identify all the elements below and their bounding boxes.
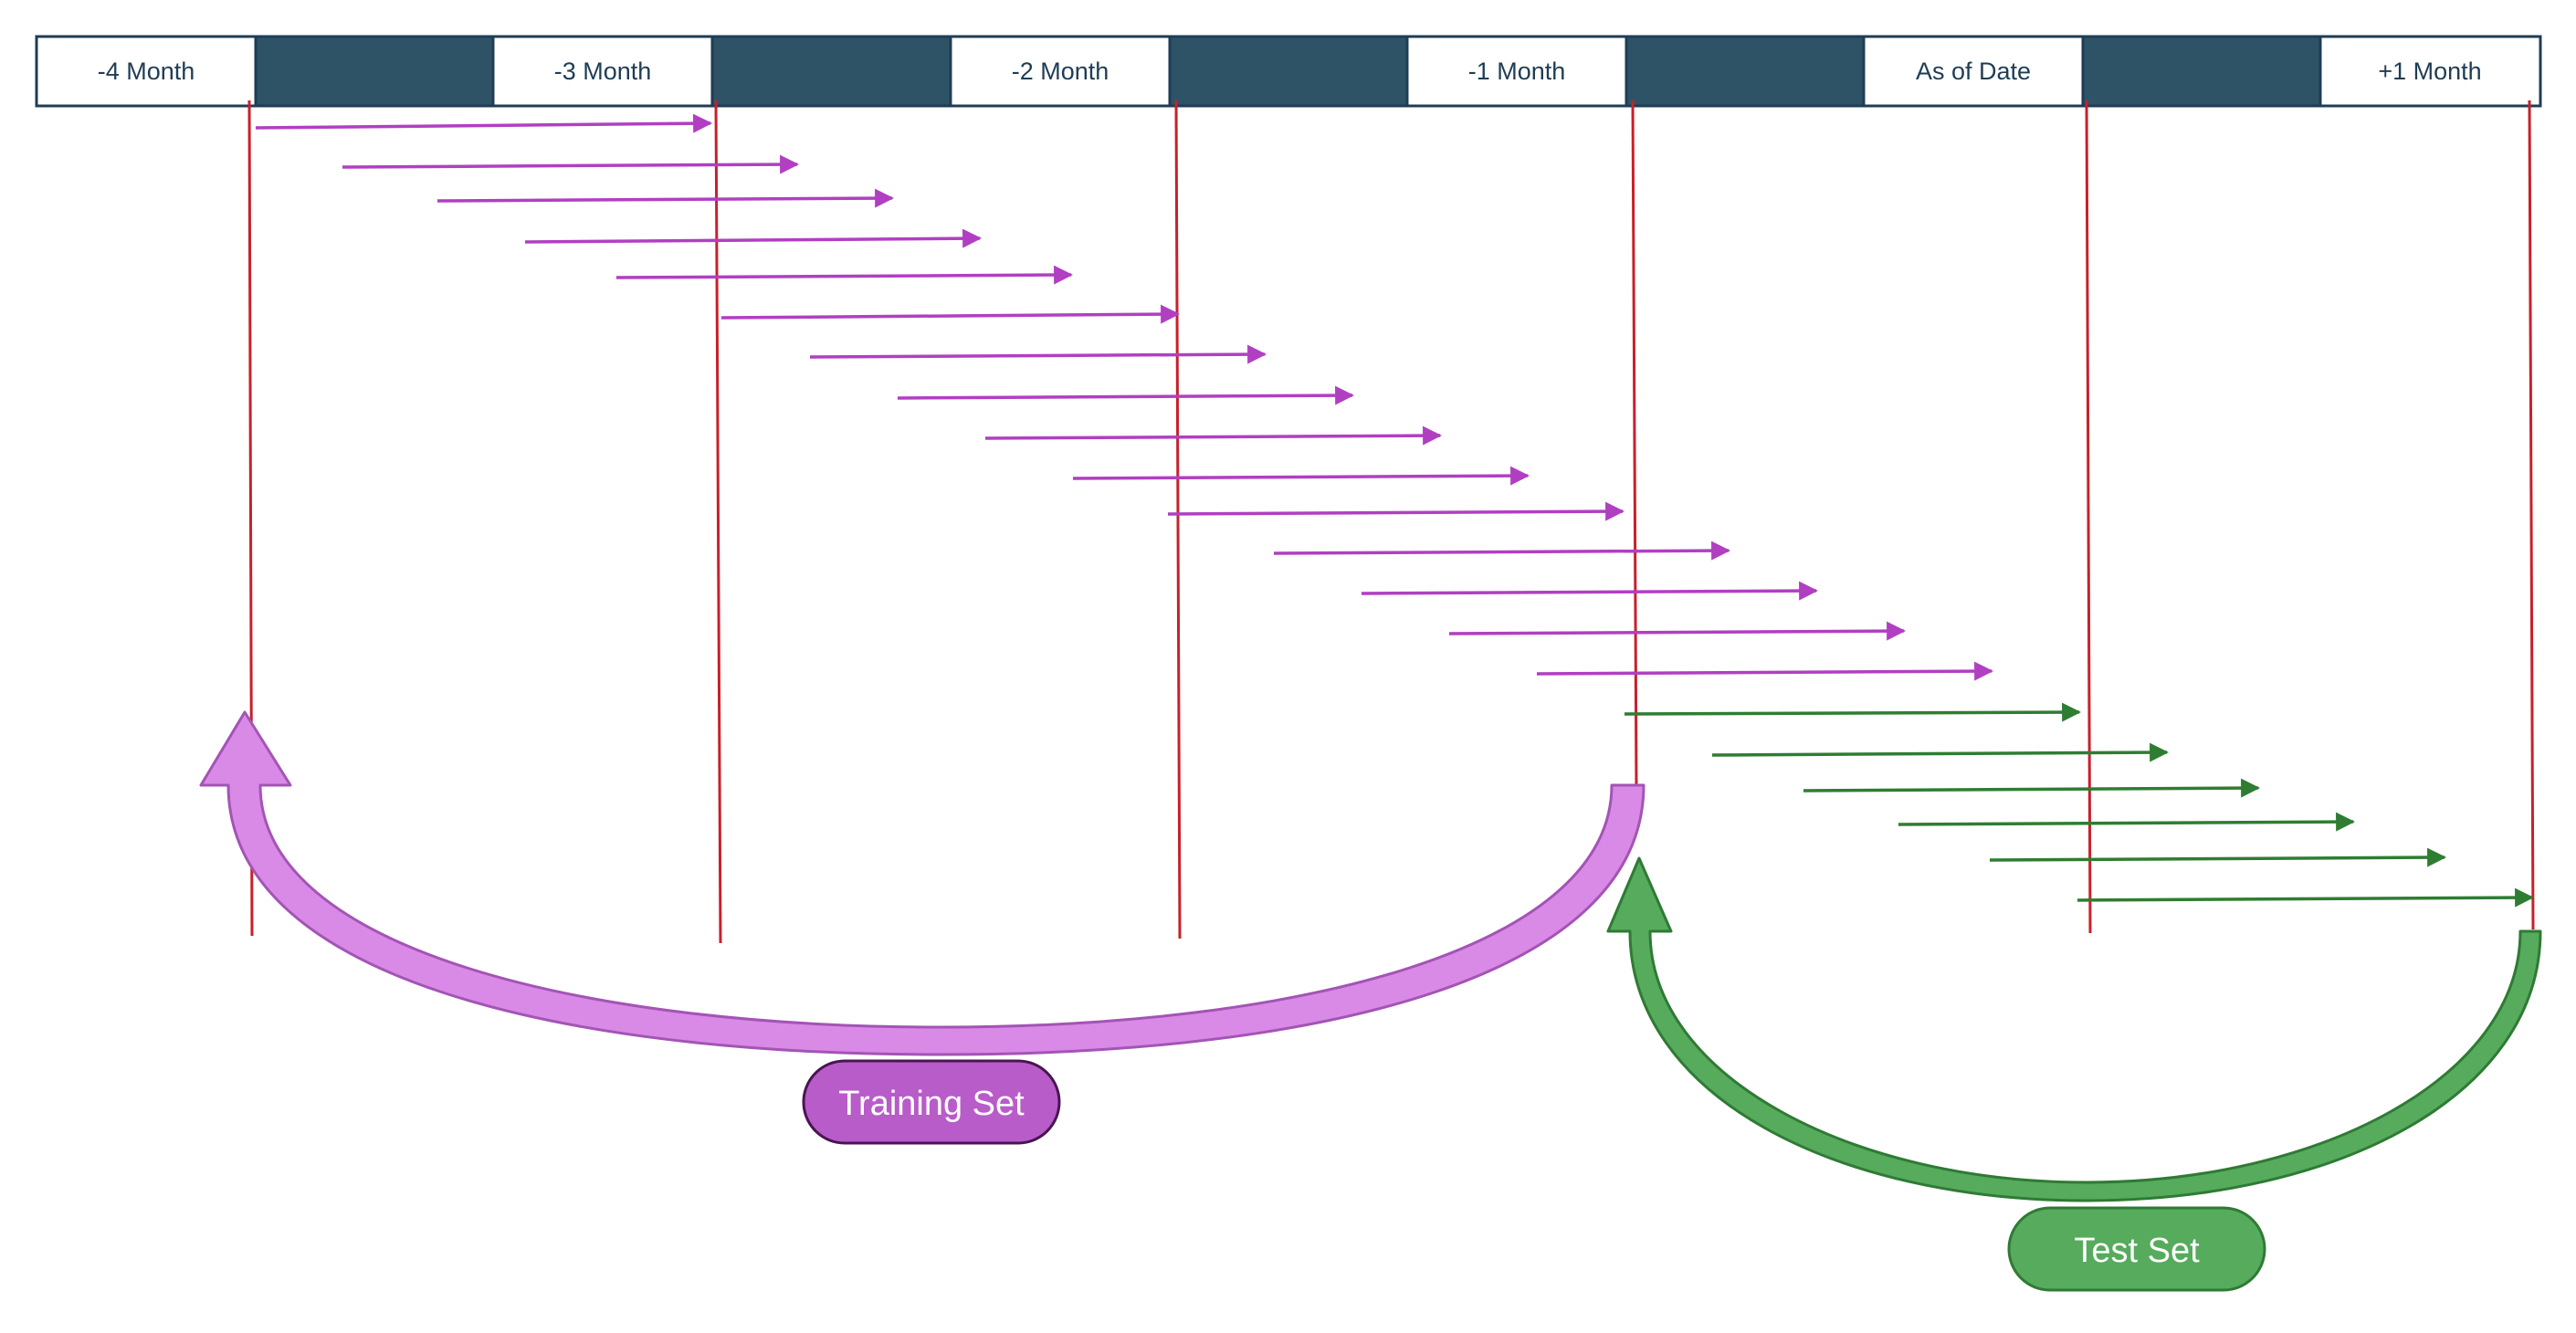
test-window-arrow [1803,778,2261,798]
cutoff-line [2528,100,2535,930]
timeline-band-background [35,35,2542,108]
training-set-badge-background [802,1059,1061,1145]
training-set-curved-arrow [199,710,1645,1056]
period-label: -1 Month [1468,58,1566,85]
test-window-arrow [1624,702,2082,722]
training-window-arrow [720,304,1181,324]
test-window-arrow [1711,742,2170,762]
cutoff-line [2085,100,2092,934]
training-window-arrow [809,344,1267,364]
period-label: -4 Month [98,58,195,85]
period-box-rect [2318,35,2542,108]
training-window-arrow [615,265,1074,285]
training-window-arrows [255,113,1994,681]
test-set-badge: Test Set [2007,1206,2266,1292]
training-set-badge: Training Set [802,1059,1061,1145]
test-set-curved-arrow [1606,856,2542,1202]
period-box-rect [491,35,714,108]
training-window-arrow [436,188,895,208]
period-box-minus-2: -2 Month [949,35,1172,108]
period-box-plus-1: +1 Month [2318,35,2542,108]
cutoff-line [1631,100,1638,788]
training-window-arrow [1273,541,1731,561]
cutoff-line [714,100,722,944]
timeline-band: -4 Month -3 Month -2 Month -1 Month As o… [35,35,2542,108]
training-window-arrow [1536,661,1994,681]
period-label: -2 Month [1012,58,1109,85]
training-window-arrow [524,228,983,248]
test-window-arrows [1624,702,2535,908]
period-box-as-of-date: As of Date [1862,35,2085,108]
period-label: -3 Month [554,58,652,85]
period-box-rect [1862,35,2085,108]
test-set-label: Test Set [2074,1232,2200,1270]
period-box-minus-1: -1 Month [1405,35,1628,108]
test-window-arrow [2077,887,2535,908]
period-box-rect [1405,35,1628,108]
training-window-arrow [1167,501,1625,521]
period-box-rect [949,35,1172,108]
period-label: As of Date [1916,58,2031,85]
training-window-arrow [1072,466,1530,486]
period-box-minus-4: -4 Month [35,35,258,108]
period-box-minus-3: -3 Month [491,35,714,108]
training-set-label: Training Set [838,1085,1025,1123]
test-set-badge-background [2007,1206,2266,1292]
period-label: +1 Month [2378,58,2481,85]
cutoff-line [1174,100,1182,939]
period-box-rect [35,35,258,108]
cutoff-lines [247,100,2535,944]
training-window-arrow [897,385,1355,405]
training-window-arrow [255,113,713,133]
training-window-arrow [984,425,1443,446]
test-window-arrow [1898,812,2356,832]
test-window-arrow [1989,847,2447,867]
training-window-arrow [342,154,800,174]
training-window-arrow [1361,581,1819,601]
training-window-arrow [1448,621,1907,641]
